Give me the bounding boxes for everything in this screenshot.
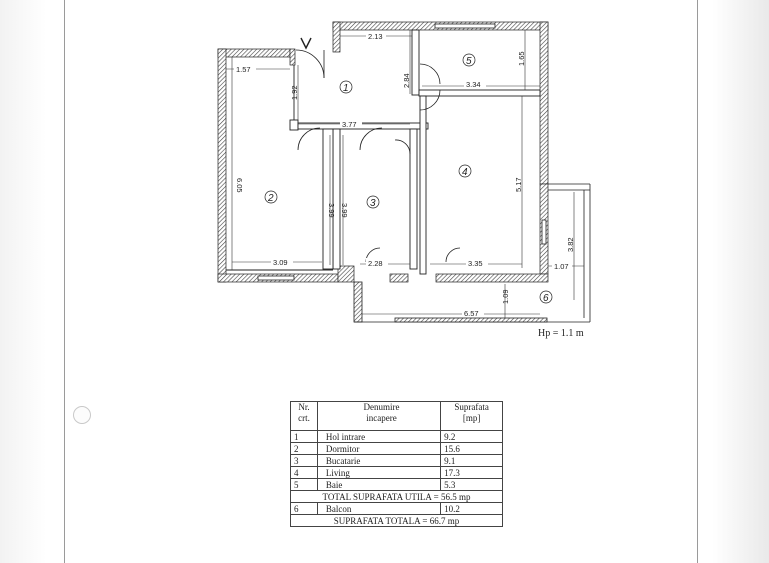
table-row: 6 Balcon 10.2 bbox=[290, 502, 503, 515]
exterior-walls bbox=[217, 21, 549, 283]
page-edge-left bbox=[64, 0, 65, 563]
table-row: 1 Hol intrare 9.2 bbox=[290, 430, 503, 443]
total-util-row: TOTAL SUPRAFATA UTILA = 56.5 mp bbox=[290, 490, 503, 503]
cell-name: Bucatarie bbox=[316, 454, 442, 467]
dim-label: 3.77 bbox=[342, 120, 357, 129]
area-table: Nr. crt. Denumire incapere Suprafata [mp… bbox=[290, 401, 503, 527]
dim-label: 1.57 bbox=[236, 65, 251, 74]
cell-area: 9.2 bbox=[440, 430, 503, 443]
cell-area: 10.2 bbox=[440, 502, 503, 515]
cell-name: Baie bbox=[316, 478, 442, 491]
dim-label: 3.82 bbox=[566, 237, 575, 252]
dim-label: 3.09 bbox=[273, 258, 288, 267]
dim-label: 6.57 bbox=[464, 309, 479, 318]
dim-label: 1.92 bbox=[290, 85, 299, 100]
total-util: TOTAL SUPRAFATA UTILA = 56.5 mp bbox=[290, 490, 503, 503]
dim-label: 3.34 bbox=[466, 80, 481, 89]
table-row: 5 Baie 5.3 bbox=[290, 478, 503, 491]
dim-label: 1.09 bbox=[501, 289, 510, 304]
room-number: 6 bbox=[543, 293, 549, 304]
cell-name: Hol intrare bbox=[316, 430, 442, 443]
table-row: 4 Living 17.3 bbox=[290, 466, 503, 479]
binder-hole bbox=[73, 406, 91, 424]
dim-label: 5.17 bbox=[514, 177, 523, 192]
total-area: SUPRAFATA TOTALA = 66.7 mp bbox=[290, 514, 503, 527]
header-nr: Nr. crt. bbox=[290, 401, 318, 431]
room-number: 3 bbox=[370, 198, 376, 209]
room-number: 4 bbox=[462, 167, 468, 178]
cell-nr: 1 bbox=[290, 430, 318, 443]
room-numbers bbox=[264, 53, 553, 304]
cell-name: Dormitor bbox=[316, 442, 442, 455]
interior-walls bbox=[226, 29, 541, 275]
cell-area: 17.3 bbox=[440, 466, 503, 479]
dim-label: 3.99 bbox=[327, 203, 336, 218]
cell-name: Living bbox=[316, 466, 442, 479]
height-note: Hp = 1.1 m bbox=[538, 328, 584, 339]
dim-label: 6.05 bbox=[235, 178, 244, 193]
table-row: 2 Dormitor 15.6 bbox=[290, 442, 503, 455]
windows bbox=[257, 23, 547, 281]
cell-nr: 6 bbox=[290, 502, 318, 515]
total-row: SUPRAFATA TOTALA = 66.7 mp bbox=[290, 514, 503, 527]
header-area: Suprafata [mp] bbox=[440, 401, 503, 431]
door-swings bbox=[295, 49, 461, 263]
dim-label: 3.99 bbox=[340, 203, 349, 218]
dim-label: 3.35 bbox=[468, 259, 483, 268]
cell-area: 15.6 bbox=[440, 442, 503, 455]
cell-nr: 3 bbox=[290, 454, 318, 467]
balcony bbox=[353, 183, 591, 323]
page-edge-right bbox=[697, 0, 698, 563]
page-margin-right bbox=[698, 0, 769, 563]
dim-label: 2.13 bbox=[368, 32, 383, 41]
room-number: 1 bbox=[343, 83, 349, 94]
dim-label: 1.65 bbox=[517, 51, 526, 66]
dim-label: 2.28 bbox=[368, 259, 383, 268]
room-number: 5 bbox=[466, 56, 472, 67]
header-name: Denumire incapere bbox=[316, 401, 442, 431]
table-header-row: Nr. crt. Denumire incapere Suprafata [mp… bbox=[290, 401, 503, 431]
room-number: 2 bbox=[267, 193, 274, 204]
dimension-labels: 2.13 1.57 1.92 2.84 1.65 3.34 3.77 6.05 … bbox=[234, 31, 575, 318]
cell-nr: 4 bbox=[290, 466, 318, 479]
cell-nr: 5 bbox=[290, 478, 318, 491]
page-margin-left bbox=[0, 0, 66, 563]
cell-area: 9.1 bbox=[440, 454, 503, 467]
entrance-arrow-icon bbox=[300, 37, 312, 50]
dim-label: 2.84 bbox=[402, 73, 411, 88]
cell-name: Balcon bbox=[316, 502, 442, 515]
table-row: 3 Bucatarie 9.1 bbox=[290, 454, 503, 467]
cell-nr: 2 bbox=[290, 442, 318, 455]
dim-label: 1.07 bbox=[554, 262, 569, 271]
cell-area: 5.3 bbox=[440, 478, 503, 491]
